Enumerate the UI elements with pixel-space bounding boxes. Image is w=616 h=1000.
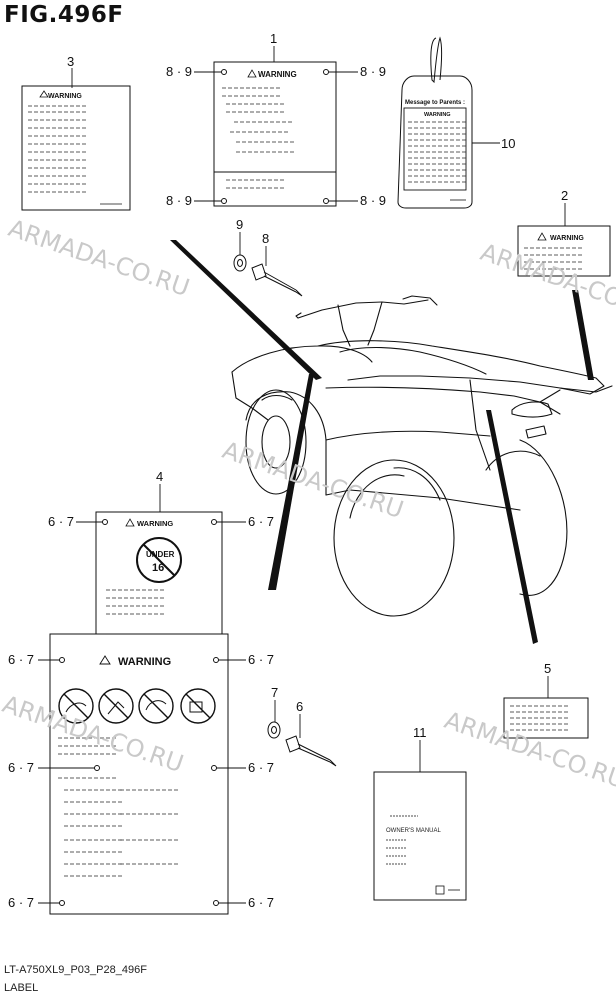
callout-4: 4 bbox=[156, 469, 163, 484]
callout-6-7-f: 6 · 7 bbox=[248, 760, 274, 775]
washer-7 bbox=[267, 721, 281, 739]
callout-6: 6 bbox=[296, 699, 303, 714]
callout-2: 2 bbox=[561, 188, 568, 203]
owners-manual-11: OWNER'S MANUAL bbox=[373, 771, 467, 901]
label-4: WARNING UNDER 16 WARNING bbox=[49, 511, 229, 915]
rivet-6 bbox=[285, 735, 337, 767]
callout-6-7-a: 6 · 7 bbox=[48, 514, 74, 529]
callout-7: 7 bbox=[271, 685, 278, 700]
label-5 bbox=[503, 697, 589, 739]
label-3-warning-text: WARNING bbox=[48, 93, 82, 100]
parent-tag-10: Message to Parents : WARNING bbox=[397, 36, 473, 209]
manual-title-text: OWNER'S MANUAL bbox=[386, 828, 441, 834]
label-1: WARNING bbox=[213, 61, 337, 207]
callout-1: 1 bbox=[270, 31, 277, 46]
rivet-8 bbox=[251, 263, 303, 297]
callout-9: 9 bbox=[236, 217, 243, 232]
callout-leaders bbox=[38, 46, 566, 904]
callout-3: 3 bbox=[67, 54, 74, 69]
label-3: WARNING bbox=[21, 85, 131, 211]
tag-10-warning-text: WARNING bbox=[424, 112, 451, 118]
figure-caption: LABEL bbox=[4, 982, 39, 994]
label-2-warning-text: WARNING bbox=[550, 235, 584, 242]
callout-5: 5 bbox=[544, 661, 551, 676]
callout-6-7-b: 6 · 7 bbox=[248, 514, 274, 529]
callout-6-7-c: 6 · 7 bbox=[8, 652, 34, 667]
callout-numbers: 3 1 8 · 9 8 · 9 8 · 9 8 · 9 10 2 9 8 4 6… bbox=[8, 31, 568, 910]
callout-8-9-bl: 8 · 9 bbox=[166, 193, 192, 208]
leader-wedges bbox=[170, 240, 594, 644]
label-2: WARNING bbox=[517, 225, 611, 277]
callout-6-7-d: 6 · 7 bbox=[248, 652, 274, 667]
callout-8-9-tl: 8 · 9 bbox=[166, 64, 192, 79]
model-code: LT-A750XL9_P03_P28_496F bbox=[4, 964, 147, 976]
callout-8-9-br: 8 · 9 bbox=[360, 193, 386, 208]
under-text: UNDER bbox=[146, 550, 175, 559]
washer-9 bbox=[233, 254, 247, 272]
callout-10: 10 bbox=[501, 136, 515, 151]
callout-8-9-tr: 8 · 9 bbox=[360, 64, 386, 79]
age-text: 16 bbox=[152, 562, 164, 574]
label-4-lower-warning-text: WARNING bbox=[118, 656, 171, 668]
figure-title: FIG.496F bbox=[4, 2, 124, 28]
label-4-upper-warning-text: WARNING bbox=[137, 519, 173, 528]
callout-6-7-h: 6 · 7 bbox=[248, 895, 274, 910]
label-1-warning-text: WARNING bbox=[258, 70, 297, 79]
callout-6-7-g: 6 · 7 bbox=[8, 895, 34, 910]
atv-outline bbox=[231, 295, 613, 617]
callout-11: 11 bbox=[413, 725, 427, 740]
callout-8: 8 bbox=[262, 231, 269, 246]
callout-6-7-e: 6 · 7 bbox=[8, 760, 34, 775]
tag-10-message-text: Message to Parents : bbox=[405, 100, 465, 106]
